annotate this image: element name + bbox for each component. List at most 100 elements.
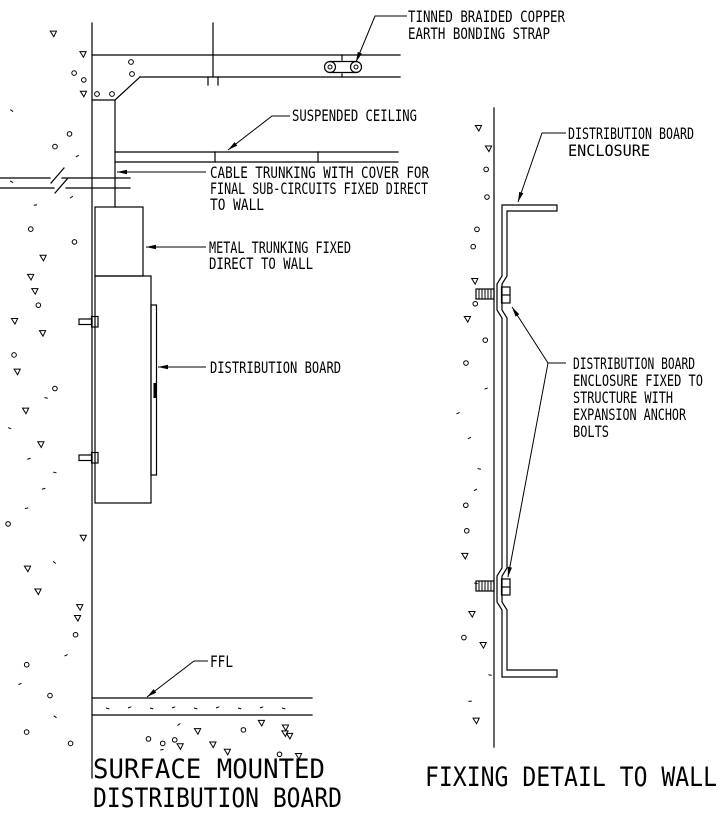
stipple-mark	[484, 387, 488, 390]
cable-lines	[0, 177, 131, 189]
stipple-mark	[23, 565, 32, 573]
stipple-mark	[66, 131, 73, 137]
stipple-mark	[474, 226, 480, 233]
expansion-anchor-bolt-bottom	[475, 578, 511, 596]
bolt-head	[90, 315, 99, 328]
anchor-shaft-hatch	[478, 289, 492, 299]
stipple-mark	[10, 109, 14, 113]
stipple-mark	[7, 427, 12, 430]
stipple-mark	[33, 588, 42, 596]
stipple-mark	[208, 741, 217, 749]
leader-arrowhead	[356, 51, 362, 62]
stipple-mark	[463, 527, 470, 534]
stipple-mark	[472, 717, 481, 725]
stipple-mark	[52, 561, 57, 564]
stipple-mark	[52, 385, 58, 392]
stipple-mark	[49, 30, 58, 38]
strap-body	[329, 60, 357, 74]
door-handle	[153, 383, 157, 398]
floor-lines	[91, 697, 313, 716]
stipple-mark	[171, 737, 178, 743]
stipple-mark	[10, 318, 19, 326]
stipple-mark	[474, 582, 478, 585]
stipple-mark	[281, 707, 286, 710]
leader-suspended-ceiling	[227, 115, 290, 151]
aggregate-dot	[129, 71, 135, 77]
stipple-mark	[477, 468, 482, 470]
stipple-mark	[79, 90, 88, 98]
strap-eyelet-hole	[353, 64, 359, 70]
stipple-mark	[5, 521, 11, 527]
stipple-mark	[257, 719, 266, 728]
stipple-mark	[467, 436, 472, 440]
stipple-mark	[159, 740, 166, 747]
strap-eyelet	[323, 60, 337, 74]
stipple-mark	[171, 706, 176, 709]
stipple-mark	[53, 715, 57, 719]
label-fixing-1: DISTRIBUTION BOARD	[573, 354, 695, 373]
stipple-mark	[285, 732, 294, 740]
aggregate-dot	[94, 91, 100, 97]
stipple-mark	[35, 302, 42, 308]
stipple-mark	[461, 634, 467, 641]
stipple-mark	[36, 441, 45, 449]
stipple-mark	[44, 396, 48, 399]
stipple-mark	[473, 488, 478, 492]
left-title-line2: DISTRIBUTION BOARD	[93, 783, 342, 814]
stipple-mark	[460, 552, 469, 560]
stipple-mark	[38, 330, 47, 338]
label-earth-strap-2: EARTH BONDING STRAP	[408, 24, 550, 43]
wall-and-slab-section	[91, 22, 401, 779]
stipple-mark	[193, 728, 202, 736]
stipple-mark	[176, 743, 185, 751]
stipple-mark	[474, 124, 483, 133]
stipple-mark	[81, 77, 87, 83]
left-title: SURFACE MOUNTED DISTRIBUTION BOARD	[93, 754, 342, 814]
leader-arrowhead	[507, 566, 512, 577]
leader-arrowheads	[117, 51, 524, 697]
label-fixing-5: BOLTS	[573, 422, 609, 441]
leader-ffl	[146, 660, 208, 698]
leader-earth-strap	[355, 15, 407, 63]
bolt-head	[90, 451, 99, 464]
stipple-mark	[53, 471, 57, 474]
leader-enclosure	[517, 132, 566, 203]
left-title-line1: SURFACE MOUNTED	[93, 754, 325, 785]
strap-eyelet-hole	[327, 64, 333, 70]
stipple-mark	[47, 692, 53, 699]
stipple-mark	[9, 180, 14, 183]
stipple-mark	[281, 724, 290, 732]
metal-trunking-box	[94, 206, 144, 277]
stipple-mark	[215, 706, 220, 709]
label-enclosure-1: DISTRIBUTION BOARD	[568, 124, 694, 143]
stipple-mark	[33, 204, 38, 206]
stipple-mark	[105, 707, 110, 710]
stipple-mark	[463, 360, 469, 366]
left-labels: TINNED BRAIDED COPPER EARTH BONDING STRA…	[209, 7, 565, 671]
db-enclosure-plate	[496, 204, 558, 678]
stipple-mark	[79, 51, 87, 59]
stipple-mark	[13, 368, 22, 376]
bolt-shaft	[78, 454, 93, 462]
stipple-mark	[259, 706, 264, 709]
label-fixing-3: STRUCTURE WITH	[573, 388, 673, 407]
label-metal-trunking-1: METAL TRUNKING FIXED	[209, 238, 351, 257]
slab-haunch	[91, 76, 141, 101]
ceiling-lines	[114, 151, 399, 163]
leader-arrowhead	[228, 142, 238, 150]
label-cable-trunking-3: TO WALL	[210, 195, 264, 214]
right-leader-lines	[507, 132, 566, 578]
aggregate-dot	[128, 59, 134, 65]
concrete-stipple-texture	[5, 30, 493, 761]
stipple-mark	[463, 315, 472, 324]
stipple-mark	[73, 614, 82, 623]
stipple-mark	[21, 407, 30, 415]
stipple-mark	[149, 707, 154, 710]
label-metal-trunking-2: DIRECT TO WALL	[209, 254, 313, 273]
stipple-mark	[27, 457, 31, 460]
aggregate-dot	[109, 91, 115, 97]
stipple-mark	[127, 706, 132, 709]
stipple-mark	[467, 611, 476, 619]
distribution-board	[94, 275, 158, 504]
stipple-mark	[482, 337, 489, 343]
